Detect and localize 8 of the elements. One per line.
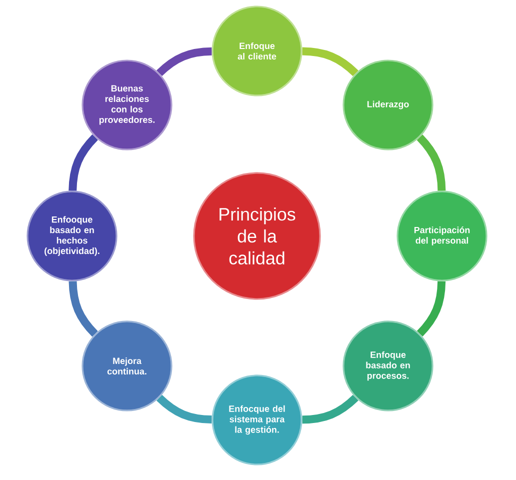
ring-connector <box>416 134 446 191</box>
ring-connector <box>302 394 358 424</box>
ring-connector <box>68 281 98 337</box>
ring-connector <box>302 47 358 76</box>
ring-connector <box>156 47 212 76</box>
ring-connector <box>68 134 98 191</box>
ring-connector <box>156 394 212 424</box>
ring-connector <box>416 281 446 336</box>
